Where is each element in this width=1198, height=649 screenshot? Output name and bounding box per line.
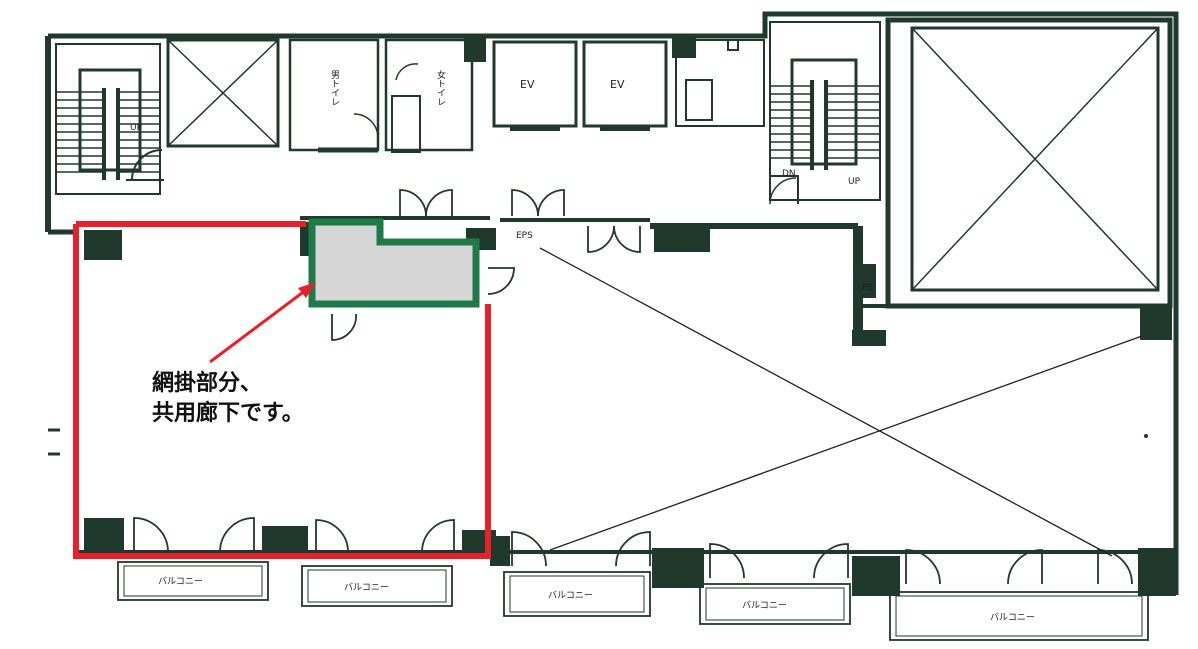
- ev-label-1: EV: [520, 78, 535, 91]
- shaft-left: [166, 38, 280, 148]
- balcony-label-4: バルコニー: [742, 600, 787, 611]
- toilet-label-1: 男トイレ: [329, 70, 340, 106]
- balcony-label-1: バルコニー: [158, 576, 203, 587]
- toilet-label-2: 女トイレ: [435, 69, 446, 106]
- annotation-arrow: [209, 282, 316, 364]
- stair-down-label: DN: [782, 169, 796, 179]
- stair-up-label-left: UP: [130, 123, 143, 133]
- shaft-right: [910, 26, 1160, 292]
- balcony-label-5: バルコニー: [990, 612, 1035, 623]
- common-corridor: [308, 218, 480, 308]
- toilet-rooms: [288, 38, 474, 153]
- balconies: [117, 561, 1149, 641]
- stair-right: [769, 21, 881, 205]
- balcony-label-3: バルコニー: [548, 590, 593, 601]
- highlighted-office: [73, 221, 491, 559]
- building-walls: [45, 11, 1179, 595]
- marker-dot: [1144, 434, 1148, 438]
- ev-label-2: EV: [610, 78, 625, 91]
- facade-doors: [133, 517, 1133, 585]
- annotation-line-1: 網掛部分、: [152, 370, 262, 396]
- eps-label: EPS: [516, 231, 533, 241]
- structural-columns: [84, 36, 1176, 596]
- annotation-line-2: 共用廊下です。: [152, 400, 304, 426]
- service-room: [675, 39, 765, 127]
- stair-up-label-right: UP: [848, 177, 861, 187]
- office-cross-lines: [539, 247, 1143, 557]
- balcony-label-2: バルコニー: [344, 582, 389, 593]
- elevators: [492, 40, 668, 131]
- stair-left: [55, 43, 164, 195]
- ps-label: PS: [862, 283, 873, 293]
- corridor-doors: [331, 189, 641, 341]
